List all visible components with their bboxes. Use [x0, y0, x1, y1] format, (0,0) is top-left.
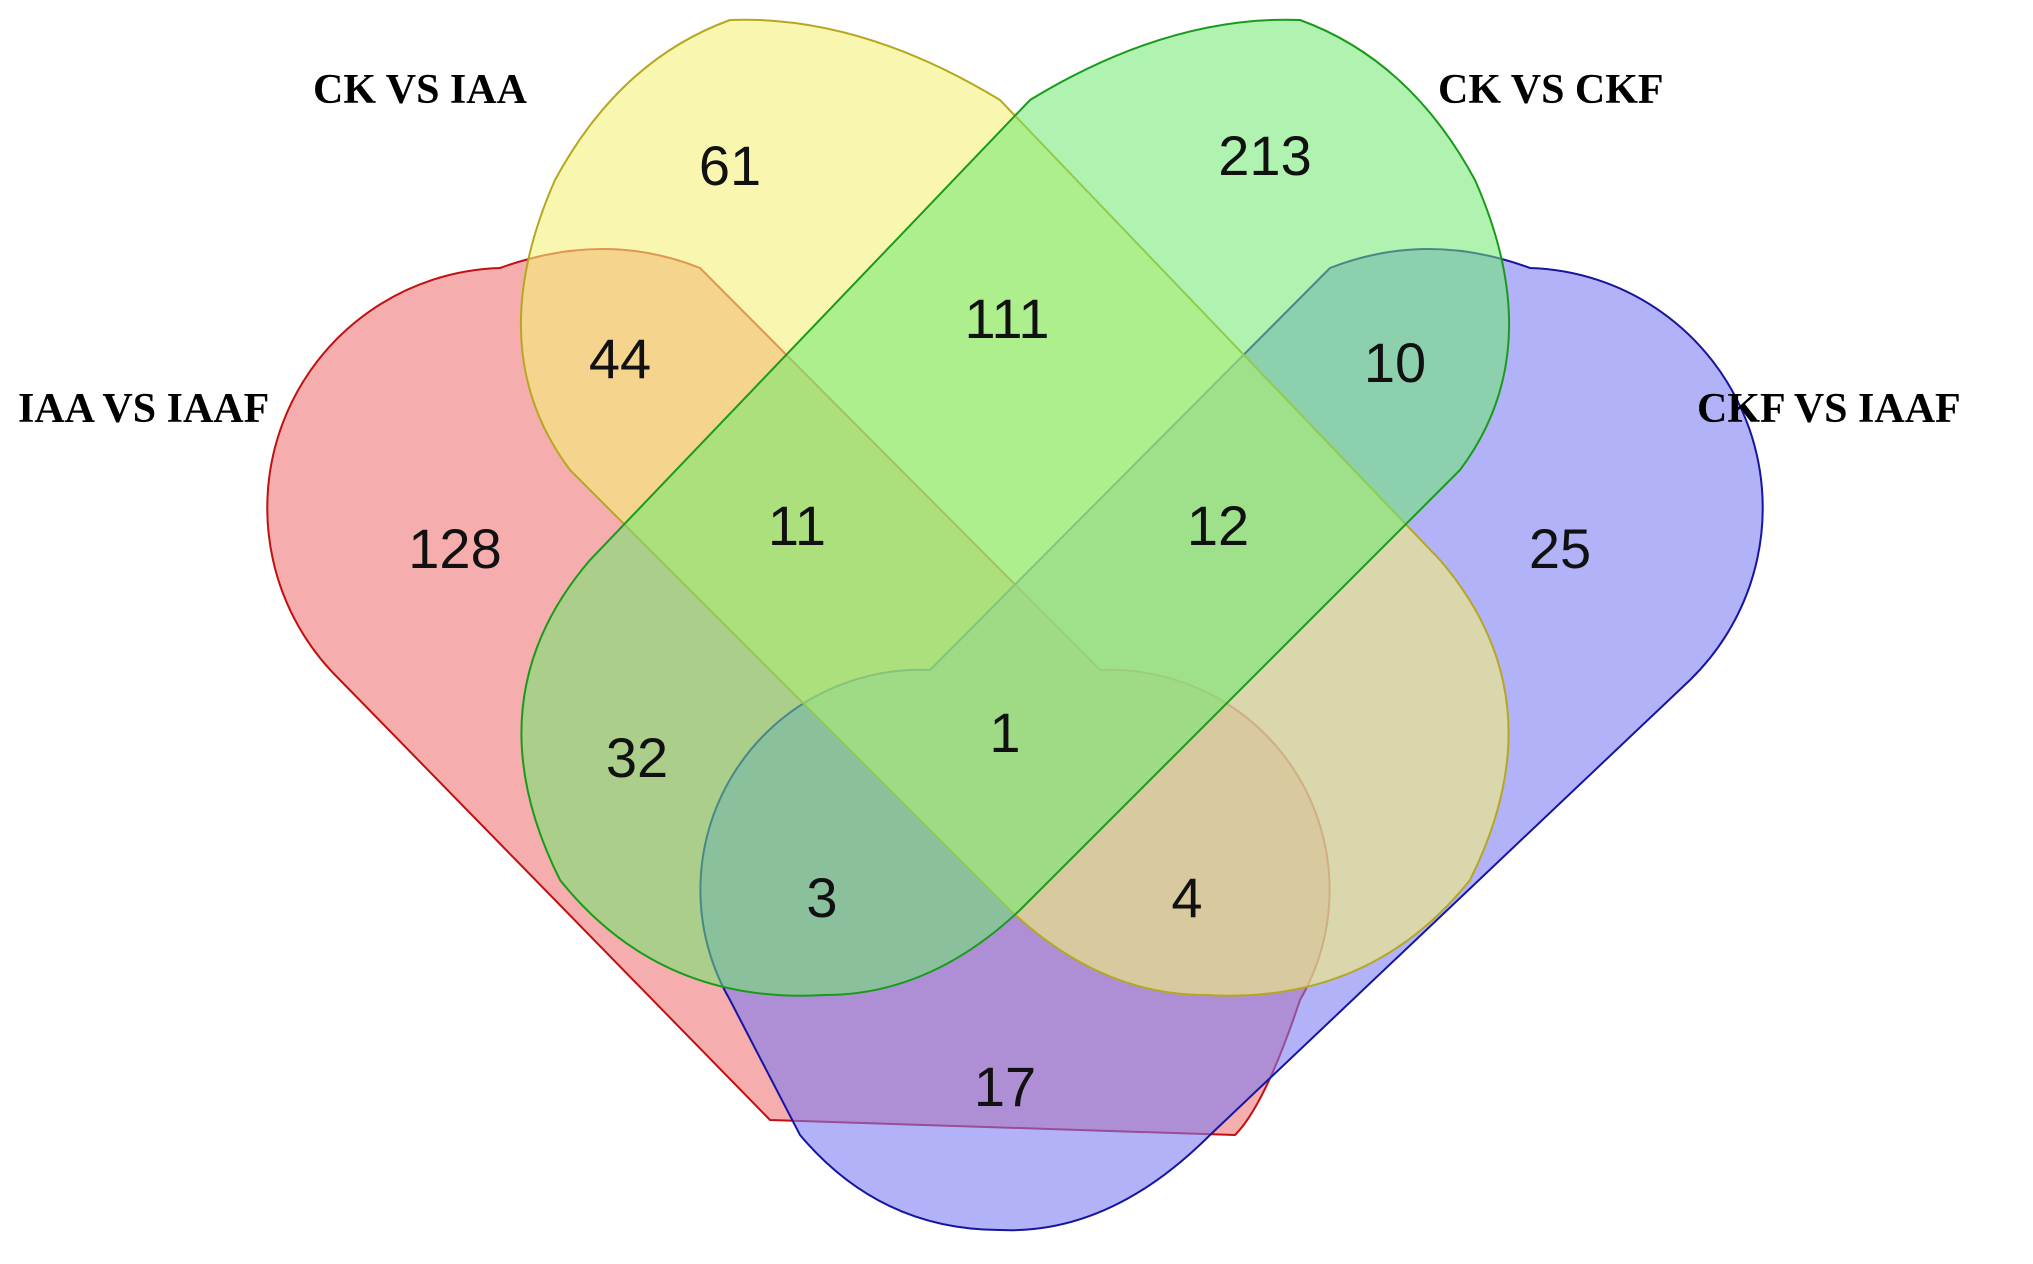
- region-count-iaa-iaaf-ckf-iaaf: 17: [974, 1055, 1036, 1118]
- region-count-ckf-vs-iaaf-only: 25: [1529, 517, 1591, 580]
- region-count-ck-ckf-ckf-iaaf: 10: [1364, 331, 1426, 394]
- set-shapes: [266, 18, 1764, 1232]
- region-count-ck-ckf-iaa-iaaf: 32: [606, 726, 668, 789]
- region-count-ck-iaa-iaa-iaaf-ckf-iaaf: 4: [1171, 866, 1202, 929]
- region-count-ck-iaa-ck-ckf-iaa-iaaf: 11: [768, 494, 826, 557]
- region-count-iaa-vs-iaaf-only: 128: [408, 517, 501, 580]
- set-labels: CK VS IAA CK VS CKF IAA VS IAAF CKF VS I…: [18, 67, 1961, 432]
- region-count-ck-iaa-iaa-iaaf: 44: [589, 327, 651, 390]
- set-label-ck-vs-iaa: CK VS IAA: [313, 67, 528, 113]
- region-count-ck-vs-ckf-only: 213: [1218, 124, 1311, 187]
- set-label-ck-vs-ckf: CK VS CKF: [1438, 67, 1664, 113]
- set-label-ckf-vs-iaaf: CKF VS IAAF: [1697, 386, 1961, 432]
- set-label-iaa-vs-iaaf: IAA VS IAAF: [18, 386, 269, 432]
- region-counts: 61 213 128 25 44 111 10 11 12 32 1 3 4 1…: [408, 124, 1591, 1118]
- region-count-ck-ckf-iaa-iaaf-ckf-iaaf: 3: [806, 866, 837, 929]
- region-count-ck-iaa-ck-ckf: 111: [964, 287, 1049, 350]
- set-shape-ck-vs-ckf: [520, 18, 1511, 997]
- region-count-ck-iaa-ck-ckf-ckf-iaaf: 12: [1187, 494, 1249, 557]
- region-count-ck-vs-iaa-only: 61: [699, 134, 761, 197]
- region-count-all-four: 1: [989, 701, 1020, 764]
